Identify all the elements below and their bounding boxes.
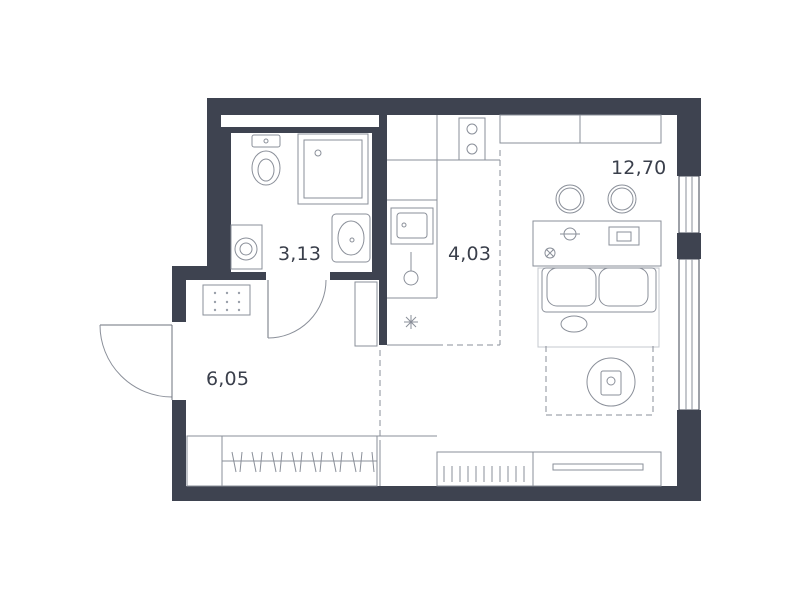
bath-wall-top	[221, 127, 379, 133]
bar-stools	[555, 184, 637, 214]
wall-bottom	[172, 486, 701, 501]
bookshelf	[436, 451, 534, 487]
bathroom-area-label: 3,13	[278, 243, 322, 265]
wall-right-top	[677, 98, 701, 176]
living-room-area-label: 12,70	[611, 157, 667, 179]
shower-tray	[297, 133, 369, 205]
fridge	[387, 315, 437, 346]
wall-hall-left-top	[172, 266, 186, 322]
hall-closet	[354, 281, 378, 347]
walls	[172, 98, 701, 501]
washbasin	[331, 213, 371, 263]
kitchen-sink	[390, 207, 434, 245]
bath-wall-bottom-right	[330, 272, 379, 280]
kitchen-area-label: 4,03	[448, 243, 492, 265]
coffee-table	[586, 357, 636, 407]
windows	[678, 175, 700, 411]
window-upper	[678, 175, 700, 234]
wardrobe	[186, 435, 437, 487]
wall-right-middle	[677, 233, 701, 259]
bath-wall-right	[372, 127, 379, 277]
cooktop	[458, 117, 486, 161]
entrance-door	[99, 324, 173, 400]
bath-wall-left	[221, 127, 231, 277]
wall-top	[207, 98, 701, 115]
shoe-cabinet	[202, 284, 251, 316]
bathroom-door	[267, 279, 327, 339]
window-lower	[678, 258, 700, 411]
wall-left-upper	[207, 98, 221, 272]
dining-table	[532, 220, 662, 267]
wall-hall-left-bottom	[172, 400, 186, 501]
dishwasher	[403, 252, 419, 286]
bath-wall-bottom-left	[221, 272, 266, 280]
wall-right-bottom	[677, 410, 701, 501]
hallway-area-label: 6,05	[206, 368, 250, 390]
wall-divider-kitchen	[379, 115, 387, 345]
washing-machine	[230, 224, 263, 270]
kitchen-counter	[387, 115, 500, 299]
tv-stand	[532, 451, 662, 487]
wall-cabinets	[499, 114, 662, 144]
sofa	[537, 267, 660, 416]
toilet	[251, 134, 281, 186]
